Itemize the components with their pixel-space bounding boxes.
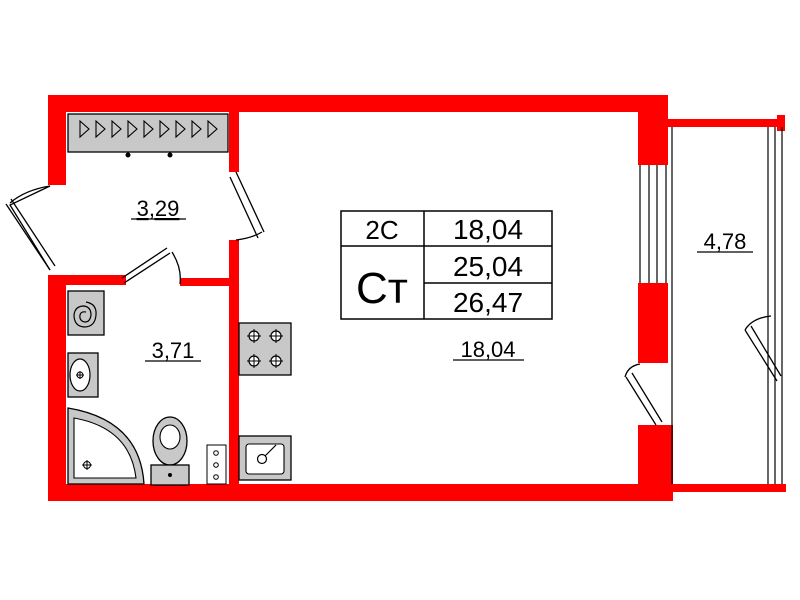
balcony-wall-top [668, 119, 782, 127]
wall-left-upper [48, 95, 66, 185]
wall-interior-upper [229, 112, 239, 172]
area-stamp: 2C Ст 18,04 25,04 26,47 [340, 210, 553, 320]
wall-right-top [638, 95, 668, 165]
hallway-door [229, 171, 265, 241]
toilet [150, 416, 190, 486]
shower-tray [67, 407, 145, 485]
wash-basin [67, 352, 99, 398]
hallway-area-label: 3,29 [137, 196, 180, 221]
wall-right-bottom [638, 425, 673, 501]
stamp-total-with-balcony: 26,47 [453, 287, 523, 318]
entrance-door [5, 185, 56, 271]
towel-rail [206, 444, 227, 485]
wardrobe [67, 113, 229, 158]
balcony-door [624, 363, 663, 426]
balcony-wall-bottom [668, 484, 786, 492]
wall-top [48, 95, 668, 112]
kitchen-sink [238, 435, 292, 481]
bathroom-area-label: 3,71 [152, 338, 195, 363]
stamp-code: 2C [365, 215, 398, 245]
doors [5, 171, 782, 426]
wall-bathroom-top-right [180, 278, 235, 286]
bathroom-door [121, 247, 181, 285]
walls [48, 95, 786, 501]
stamp-type-mark: Ст [356, 264, 408, 313]
balcony-wall-right [777, 115, 785, 131]
balcony-area-label: 4,78 [704, 229, 747, 254]
stamp-living-area: 18,04 [453, 214, 523, 245]
balcony-inner-door [744, 315, 782, 382]
wall-left-lower [48, 275, 66, 500]
wall-bathroom-top [48, 275, 126, 285]
stove [238, 322, 292, 376]
stamp-total-area: 25,04 [453, 251, 523, 282]
main-room-area-label: 18,04 [460, 337, 515, 362]
washing-machine [67, 290, 105, 336]
balcony-outline [671, 127, 783, 484]
wall-bottom [48, 484, 673, 501]
wall-interior-lower [229, 240, 239, 488]
wall-right-mid [638, 283, 668, 363]
window-main-room [639, 165, 667, 283]
